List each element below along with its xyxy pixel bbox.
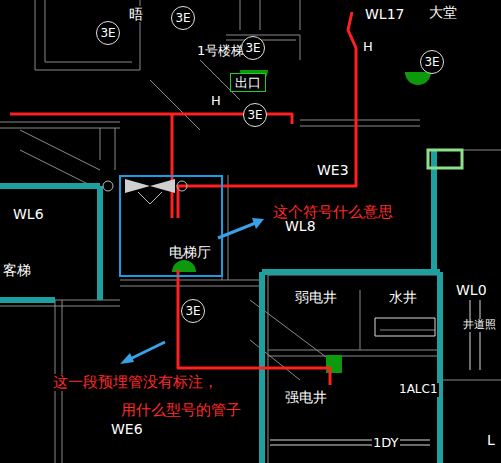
exit-sign-box: 出口: [230, 73, 266, 92]
plan-label: 水井: [388, 289, 418, 305]
plan-stroke: [120, 353, 134, 364]
callout-number: 3E: [247, 109, 262, 121]
plan-label: 井道照: [462, 319, 497, 332]
plan-stroke: [262, 269, 440, 275]
plan-stroke: [172, 260, 196, 272]
plan-label: 弱电井: [294, 289, 338, 305]
callout-number: 3E: [424, 56, 439, 68]
callout-circle: 3E: [96, 21, 120, 45]
plan-stroke: [128, 222, 258, 360]
plan-label: 1DY: [372, 436, 400, 451]
plan-stroke: [428, 150, 462, 168]
plan-stroke: [10, 12, 356, 385]
plan-stroke: [375, 318, 435, 336]
plan-label: WL6: [12, 206, 45, 222]
callout-circle: 3E: [171, 6, 195, 30]
plan-stroke: [300, 120, 420, 126]
plan-stroke: [45, 0, 132, 62]
callout-circle: 3E: [241, 36, 265, 60]
plan-label: 电梯厅: [168, 244, 212, 260]
plan-stroke: [171, 114, 174, 218]
plan-stroke: [128, 342, 165, 360]
plan-stroke: [270, 300, 480, 445]
plan-stroke: [150, 60, 240, 130]
plan-label: 晤: [128, 6, 144, 22]
plan-stroke: [125, 179, 150, 193]
plan-stroke: [218, 222, 258, 238]
plan-label: 客梯: [2, 262, 32, 278]
plan-stroke: [97, 186, 103, 300]
plan-stroke: [405, 72, 431, 85]
callout-number: 3E: [175, 12, 190, 24]
plan-stroke: [120, 176, 222, 276]
plan-stroke: [150, 179, 175, 193]
callout-circle: 3E: [243, 103, 267, 127]
plan-stroke: [440, 150, 501, 380]
plan-label: WE3: [316, 162, 350, 178]
plan-label: L: [486, 432, 496, 448]
plan-label: 强电井: [284, 389, 328, 405]
plan-stroke: [270, 440, 430, 445]
plan-stroke: [138, 192, 162, 204]
plan-stroke: [252, 218, 264, 229]
plan-stroke: [437, 272, 443, 463]
plan-stroke: [20, 130, 100, 190]
annotation-note: 这一段预埋管没有标注，: [52, 374, 219, 391]
plan-stroke: [103, 179, 187, 204]
plan-stroke: [240, 0, 300, 30]
plan-stroke: [177, 181, 187, 191]
callout-number: 3E: [100, 27, 115, 39]
plan-stroke: [428, 150, 462, 168]
exit-label: 出口: [235, 76, 261, 89]
plan-stroke: [0, 300, 120, 306]
plan-label: WL17: [364, 6, 405, 22]
plan-label: 1号楼梯: [196, 44, 245, 59]
plan-stroke: [360, 290, 435, 350]
plan-stroke: [120, 280, 260, 286]
plan-stroke: [103, 181, 113, 191]
plan-label: 大堂: [428, 4, 458, 20]
annotation-note: 这个符号什么意思: [272, 204, 394, 221]
plan-label: WL0: [455, 282, 488, 298]
plan-stroke: [35, 0, 140, 70]
plan-label: H: [362, 40, 374, 55]
plan-label: 1ALC1: [398, 383, 439, 397]
plan-stroke: [0, 297, 55, 303]
plan-stroke: [100, 128, 115, 170]
plan-label: H: [210, 94, 222, 109]
callout-circle: 3E: [181, 299, 205, 323]
callout-circle: 3E: [420, 50, 444, 74]
plan-stroke: [326, 355, 342, 373]
plan-stroke: [0, 150, 440, 463]
plan-stroke: [0, 183, 100, 189]
plan-stroke: [268, 350, 440, 356]
plan-stroke: [120, 218, 264, 364]
plan-stroke: [470, 300, 480, 370]
plan-stroke: [0, 122, 120, 128]
plan-stroke: [178, 270, 330, 385]
callout-number: 3E: [185, 305, 200, 317]
annotation-note: 用什么型号的管子: [120, 402, 242, 419]
callout-number: 3E: [245, 42, 260, 54]
plan-label: WE6: [110, 421, 144, 437]
